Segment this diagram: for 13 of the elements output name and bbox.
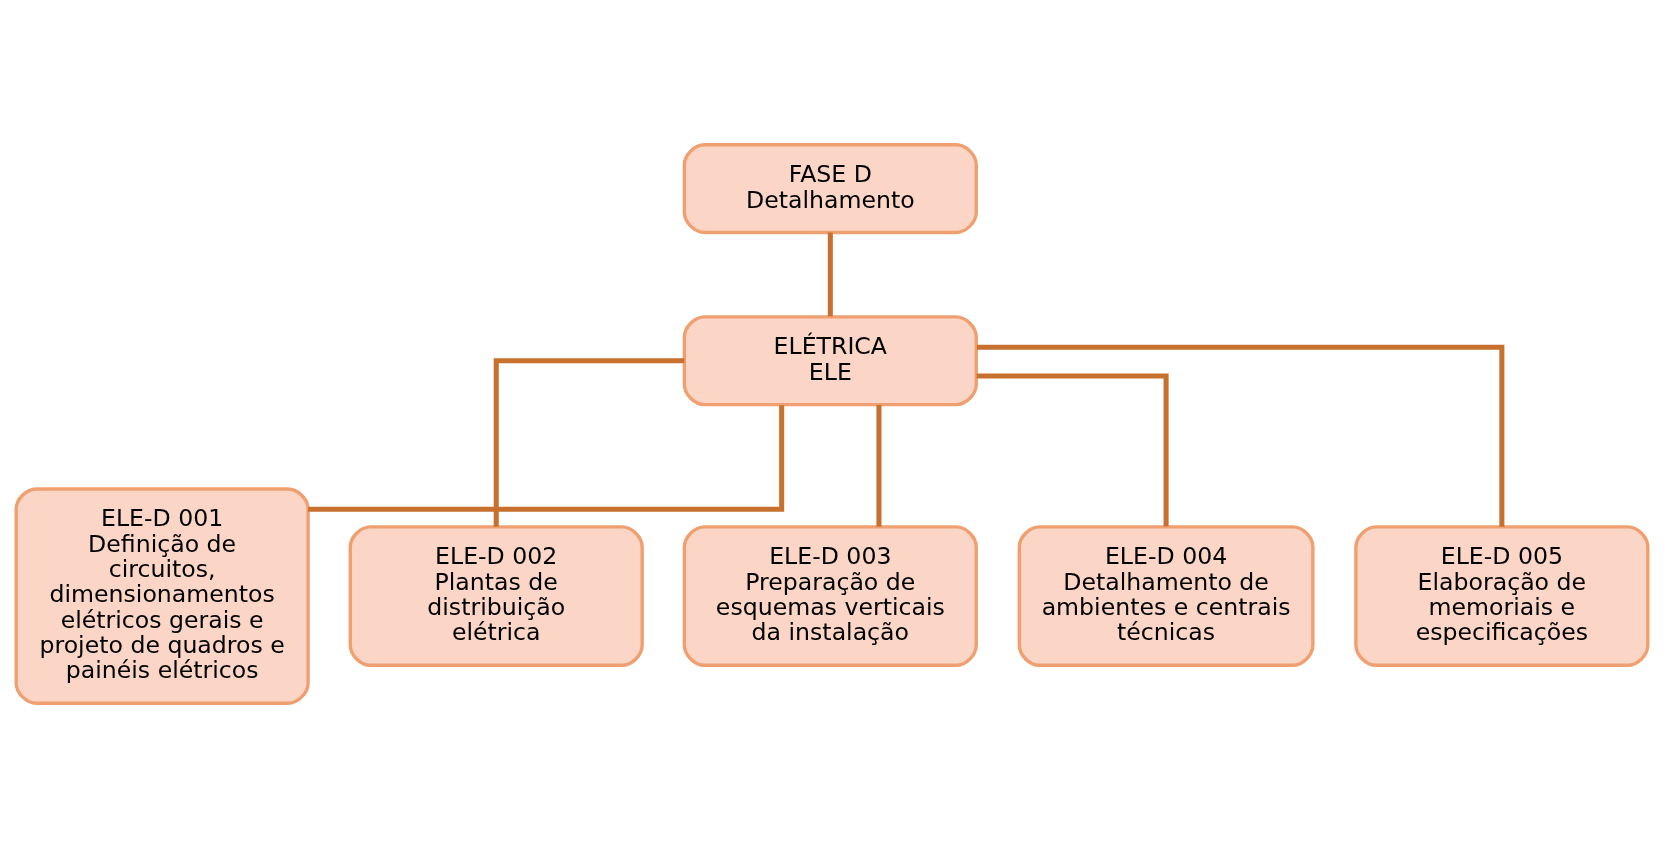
node-box: ELE-D 001 Definição de circuitos, dimensionamentos elétricos gerais e projeto de quadros e painéis elétricos [14,486,310,705]
connector [976,344,1505,527]
node-box: ELE-D 003 Preparação de esquemas verticais da instalação [682,524,978,667]
connector [976,372,1169,526]
connector [876,404,882,527]
node-box: ELE-D 005 Elaboração de memoriais e especificações [1354,524,1650,667]
node-box: ELE-D 002 Plantas de distribuição elétrica [348,524,644,667]
connector [308,404,785,512]
connector [827,232,833,316]
node-box: ELE-D 004 Detalhamento de ambientes e centrais técnicas [1017,524,1315,667]
node-box: ELÉTRICA ELE [682,314,978,406]
node-box: FASE D Detalhamento [682,142,978,234]
connector [493,357,685,527]
